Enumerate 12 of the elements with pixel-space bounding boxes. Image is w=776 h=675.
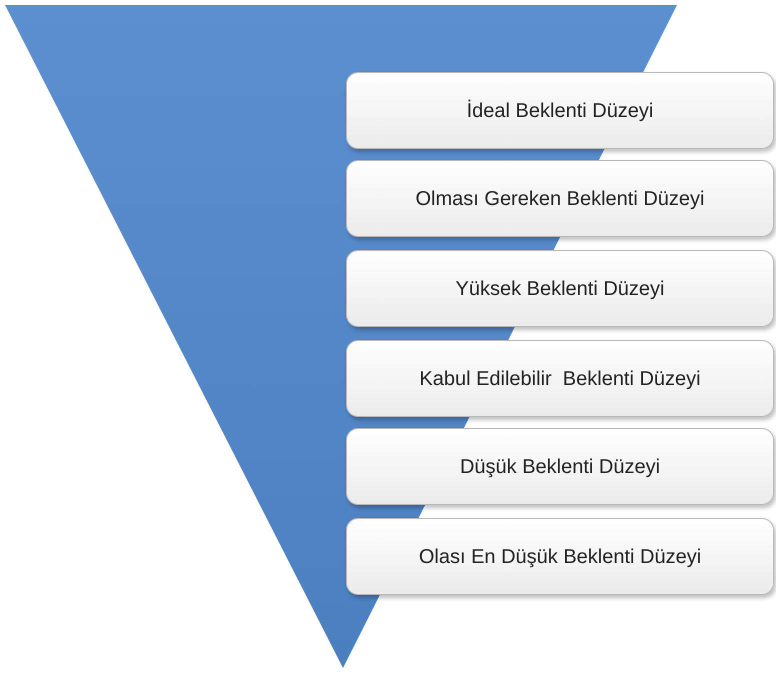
level-label: Yüksek Beklenti Düzeyi [456, 276, 664, 302]
level-box [346, 72, 774, 149]
level-label: Olması Gereken Beklenti Düzeyi [415, 186, 704, 212]
level-label: Kabul Edilebilir Beklenti Düzeyi [419, 366, 701, 392]
level-box [346, 250, 774, 327]
level-label: Düşük Beklenti Düzeyi [460, 454, 660, 480]
level-box [346, 518, 774, 595]
level-box [346, 340, 774, 417]
level-box [346, 428, 774, 505]
level-label: Olası En Düşük Beklenti Düzeyi [418, 544, 702, 570]
level-label: İdeal Beklenti Düzeyi [466, 98, 654, 124]
level-box [346, 160, 774, 237]
